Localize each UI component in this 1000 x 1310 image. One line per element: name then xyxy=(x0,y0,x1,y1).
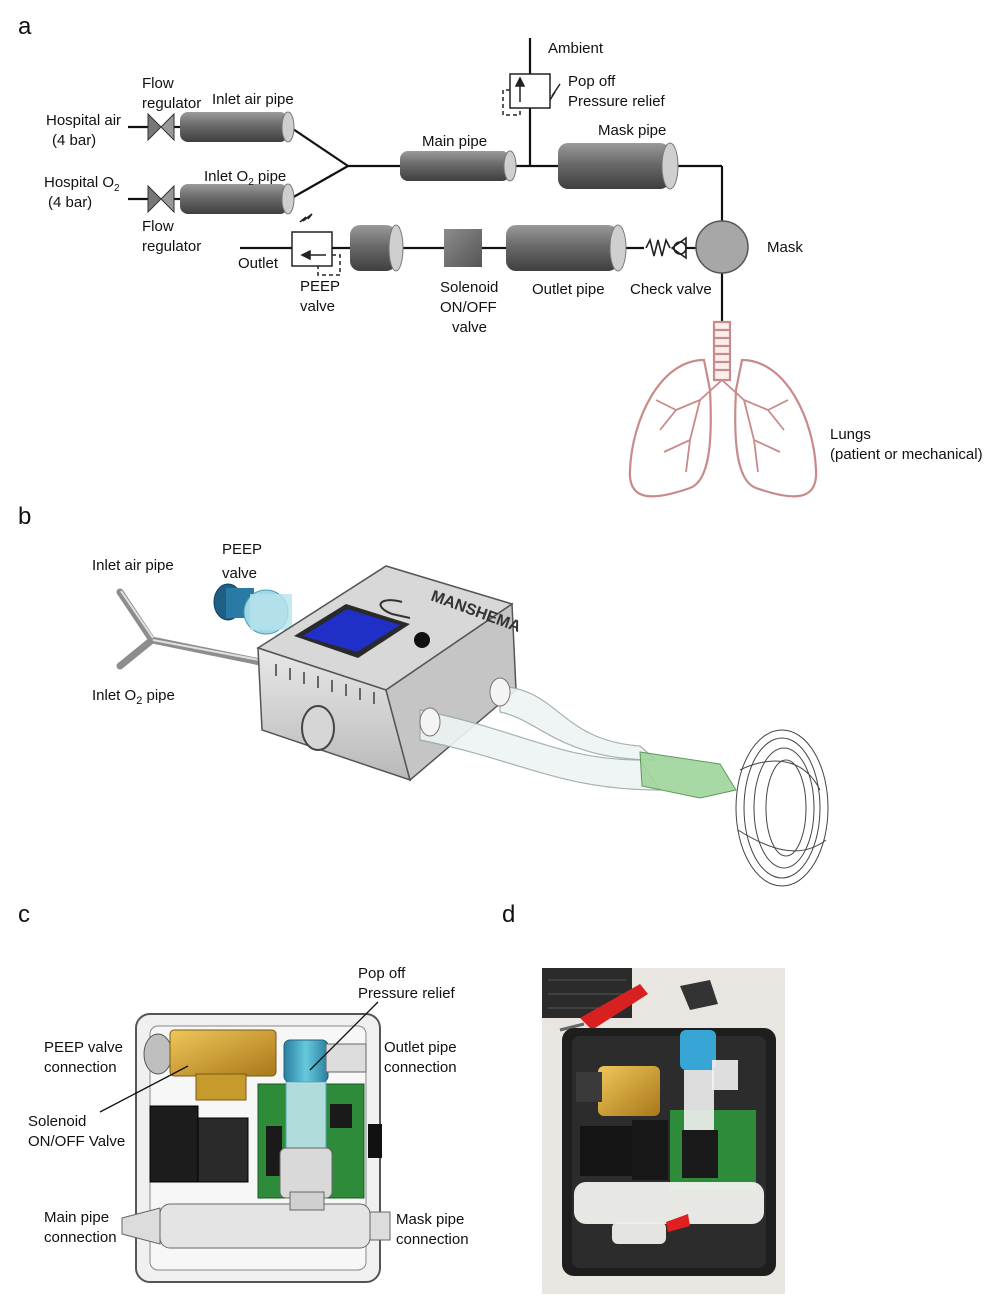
render-inlet-o2-label: Inlet O2 pipe xyxy=(92,687,175,707)
main-pipe xyxy=(400,150,517,182)
flow-regulator-o2-icon xyxy=(147,184,175,214)
peep-valve-label-2: valve xyxy=(300,298,335,315)
flow-regulator-air-icon xyxy=(147,112,175,142)
flow-regulator-top-label-1: Flow xyxy=(142,75,174,92)
interior-mask-2: connection xyxy=(396,1231,469,1248)
outlet-label: Outlet xyxy=(238,255,279,272)
mask-pipe xyxy=(558,142,679,190)
interior-main-2: connection xyxy=(44,1229,117,1246)
interior-pop-off-2: Pressure relief xyxy=(358,985,456,1002)
interior-peep-2: connection xyxy=(44,1059,117,1076)
interior-solenoid-1: Solenoid xyxy=(28,1113,86,1130)
main-pipe-label: Main pipe xyxy=(422,133,487,150)
device-render: MANSHEMA xyxy=(116,565,829,887)
solenoid-label-1: Solenoid xyxy=(440,279,498,296)
solenoid-label-3: valve xyxy=(452,319,487,336)
check-valve-label: Check valve xyxy=(630,281,712,298)
hospital-o2-label: Hospital O2 xyxy=(44,174,120,194)
render-inlet-air-label: Inlet air pipe xyxy=(92,557,174,574)
interior-mask-1: Mask pipe xyxy=(396,1211,464,1228)
pop-off-label-1: Pop off xyxy=(568,73,616,90)
interior-solenoid-2: ON/OFF Valve xyxy=(28,1133,125,1150)
panel-label-c: c xyxy=(18,901,30,928)
flow-regulator-bottom-label-1: Flow xyxy=(142,218,174,235)
interior-peep-1: PEEP valve xyxy=(44,1039,123,1056)
interior-outlet-1: Outlet pipe xyxy=(384,1039,457,1056)
panel-label-a: a xyxy=(18,13,32,40)
inlet-o2-pipe xyxy=(180,183,295,215)
check-valve-icon xyxy=(645,236,687,260)
panel-label-d: d xyxy=(502,901,515,928)
hospital-o2-pressure: (4 bar) xyxy=(48,194,92,211)
hospital-air-pressure: (4 bar) xyxy=(52,132,96,149)
interior-outlet-2: connection xyxy=(384,1059,457,1076)
mask-symbol xyxy=(695,220,749,274)
interior-render xyxy=(99,1001,391,1283)
panel-label-b: b xyxy=(18,503,31,530)
inlet-air-pipe-label: Inlet air pipe xyxy=(212,91,294,108)
hospital-air-label: Hospital air xyxy=(46,112,121,129)
solenoid-valve-block xyxy=(444,229,482,267)
pop-off-label-2: Pressure relief xyxy=(568,93,666,110)
lungs-label-1: Lungs xyxy=(830,426,871,443)
flow-regulator-bottom-label-2: regulator xyxy=(142,238,201,255)
peep-side-pipe xyxy=(350,224,404,272)
interior-main-1: Main pipe xyxy=(44,1209,109,1226)
peep-valve-label-1: PEEP xyxy=(300,278,340,295)
peep-valve-icon xyxy=(291,213,341,276)
interior-pop-off-1: Pop off xyxy=(358,965,406,982)
mask-label: Mask xyxy=(767,239,803,256)
outlet-pipe-label: Outlet pipe xyxy=(532,281,605,298)
render-peep-label-1: PEEP xyxy=(222,541,262,558)
solenoid-label-2: ON/OFF xyxy=(440,299,497,316)
outlet-pipe xyxy=(506,224,627,272)
inlet-air-pipe xyxy=(180,111,295,143)
pop-off-valve-icon xyxy=(502,73,561,116)
ambient-label: Ambient xyxy=(548,40,604,57)
mask-pipe-label: Mask pipe xyxy=(598,122,666,139)
lungs-label-2: (patient or mechanical) xyxy=(830,446,983,463)
brand-arrow-icon xyxy=(379,599,411,619)
device-photo xyxy=(542,968,785,1294)
inlet-o2-pipe-label: Inlet O2 pipe xyxy=(204,168,286,188)
render-peep-label-2: valve xyxy=(222,565,257,582)
flow-regulator-top-label-2: regulator xyxy=(142,95,201,112)
lungs-illustration xyxy=(628,320,818,498)
